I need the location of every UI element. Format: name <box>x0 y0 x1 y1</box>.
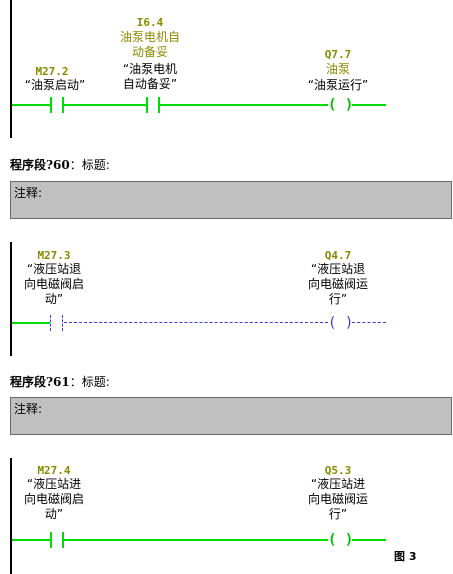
contact-right-bar[interactable] <box>62 315 63 331</box>
contact-symbol[interactable]: 动” <box>44 292 64 306</box>
contact-symbol[interactable]: “液压站进 <box>26 477 82 491</box>
contact-left-bar[interactable] <box>50 97 52 113</box>
contact-symbol[interactable]: 自动备妥” <box>122 77 178 91</box>
network-title-label: ：标题: <box>69 375 110 389</box>
network-title: 程序段?61：标题: <box>10 373 110 390</box>
coil-comment: 油泵 <box>325 62 350 76</box>
coil-symbol[interactable]: “油泵运行” <box>307 78 369 92</box>
contact-address: M27.2 <box>35 65 69 78</box>
rung-wire <box>64 539 328 541</box>
contact-comment: 油泵电机自 <box>119 30 180 44</box>
rung-wire <box>12 539 50 541</box>
contact-address: M27.4 <box>37 464 71 477</box>
coil-symbol[interactable]: 向电磁阀运 <box>307 492 368 506</box>
comment-label: 注释: <box>14 402 43 416</box>
network-comment-box[interactable]: 注释: <box>10 181 452 219</box>
contact-left-bar[interactable] <box>50 315 51 331</box>
rung-wire <box>352 539 386 541</box>
output-coil[interactable]: ( ) <box>328 315 354 331</box>
coil-symbol[interactable]: “液压站退 <box>310 262 366 276</box>
contact-symbol[interactable]: 动” <box>44 507 64 521</box>
rung-wire <box>12 104 50 106</box>
contact-comment: 动备妥 <box>131 45 168 59</box>
figure-caption: 图 3 <box>394 550 417 563</box>
coil-symbol[interactable]: “液压站进 <box>310 477 366 491</box>
rung-wire-inactive <box>352 322 386 323</box>
contact-symbol[interactable]: 向电磁阀启 <box>23 277 84 291</box>
coil-address: Q7.7 <box>324 48 352 61</box>
contact-symbol[interactable]: “液压站退 <box>26 262 82 276</box>
output-coil[interactable]: ( ) <box>328 97 354 113</box>
network-title: 程序段?60：标题: <box>10 156 110 173</box>
coil-address: Q5.3 <box>324 464 352 477</box>
output-coil[interactable]: ( ) <box>328 532 354 548</box>
power-rail-network59 <box>10 0 12 138</box>
coil-symbol[interactable]: 行” <box>328 507 348 521</box>
contact-right-bar[interactable] <box>62 532 64 548</box>
comment-label: 注释: <box>14 186 43 200</box>
contact-symbol[interactable]: “油泵电机 <box>122 62 178 76</box>
rung-wire <box>352 104 386 106</box>
rung-wire <box>160 104 328 106</box>
rung-wire <box>64 104 146 106</box>
contact-address: I6.4 <box>136 16 164 29</box>
power-rail-network60 <box>10 242 12 356</box>
contact-left-bar[interactable] <box>146 97 148 113</box>
network-title-label: ：标题: <box>69 158 110 172</box>
power-rail-network61 <box>10 458 12 574</box>
contact-left-bar[interactable] <box>50 532 52 548</box>
rung-wire-energized <box>12 322 50 324</box>
network-comment-box[interactable]: 注释: <box>10 397 452 435</box>
contact-address: M27.3 <box>37 249 71 262</box>
contact-symbol[interactable]: “油泵启动” <box>24 78 86 92</box>
coil-address: Q4.7 <box>324 249 352 262</box>
contact-right-bar[interactable] <box>62 97 64 113</box>
network-number: 程序段?61 <box>10 375 70 389</box>
rung-wire-inactive <box>64 322 328 323</box>
coil-symbol[interactable]: 向电磁阀运 <box>307 277 368 291</box>
network-number: 程序段?60 <box>10 158 70 172</box>
coil-symbol[interactable]: 行” <box>328 292 348 306</box>
contact-symbol[interactable]: 向电磁阀启 <box>23 492 84 506</box>
contact-right-bar[interactable] <box>158 97 160 113</box>
